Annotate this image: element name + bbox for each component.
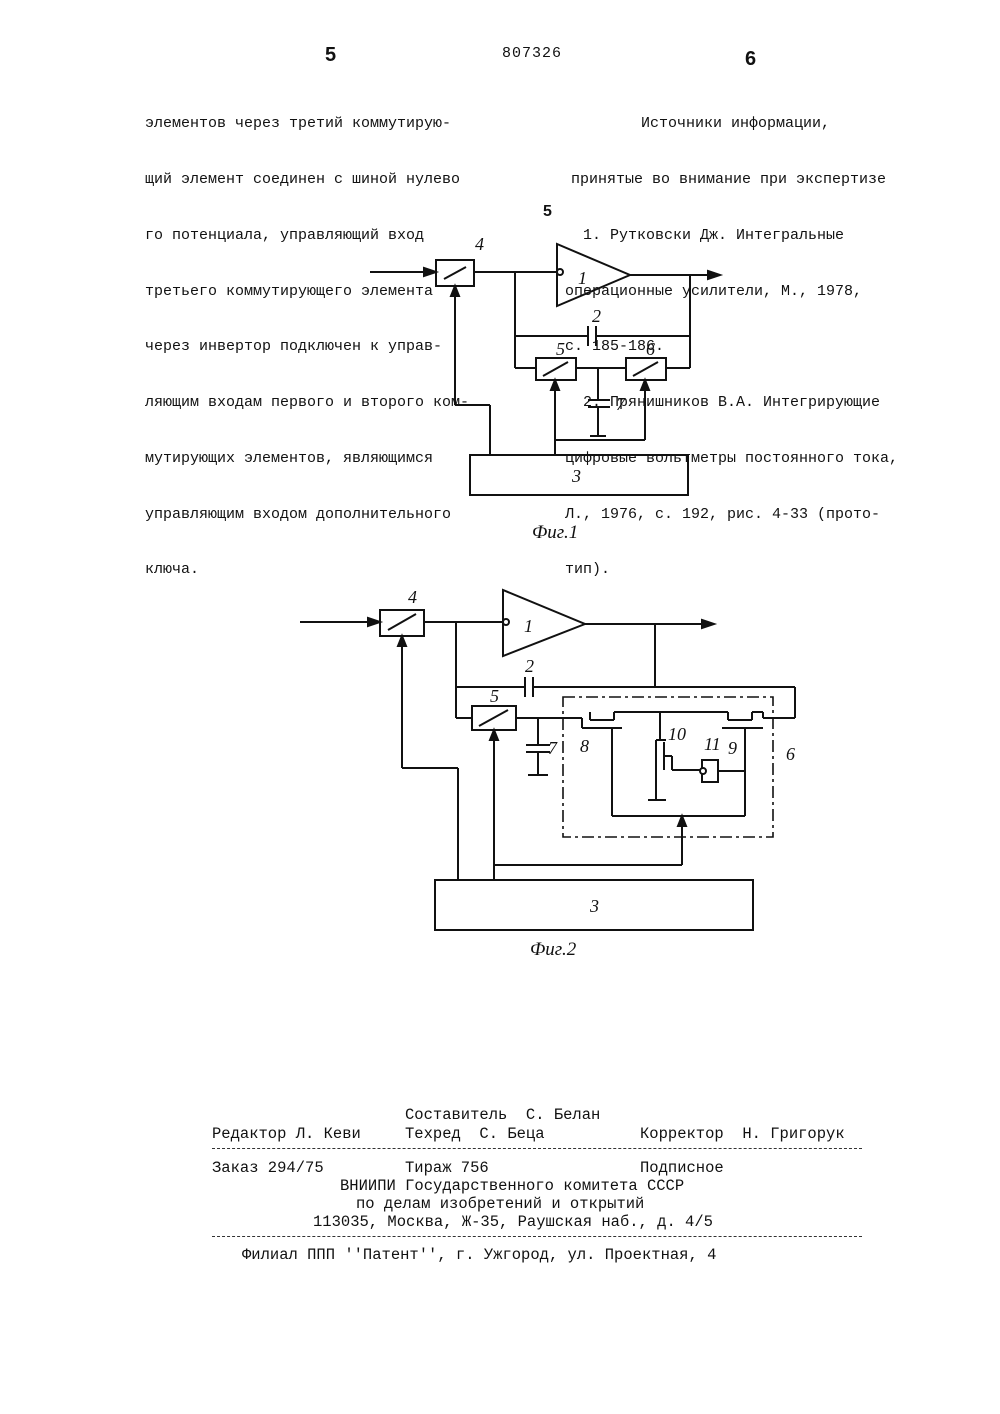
- fig2-label-inverter-11: 11: [704, 734, 721, 754]
- footer-editor: Редактор Л. Кеви: [212, 1125, 361, 1143]
- fig1-label-ctrl: 3: [571, 466, 581, 486]
- fig2-label-cap: 2: [525, 656, 534, 676]
- footer-org1: ВНИИПИ Государственного комитета СССР: [340, 1177, 684, 1195]
- footer-divider: [212, 1148, 862, 1149]
- fig2-caption: Фиг.2: [530, 939, 577, 960]
- fig1-label-cap2: 7: [616, 394, 626, 414]
- fig1-label-switch-b: 6: [646, 339, 655, 359]
- fig1-label-amp: 1: [578, 268, 587, 288]
- footer-divider: [212, 1236, 862, 1237]
- fig2-label-transistor-8: 8: [580, 736, 589, 756]
- fig2-label-transistor-10: 10: [668, 724, 686, 744]
- fig1-label-cap: 2: [592, 306, 601, 326]
- fig2-label-block-6: 6: [786, 744, 795, 764]
- fig2-label-transistor-9: 9: [728, 738, 737, 758]
- footer-compiler: Составитель С. Белан: [405, 1106, 600, 1124]
- footer-circulation: Тираж 756: [405, 1159, 489, 1177]
- fig1-label-switch-in: 4: [475, 234, 484, 254]
- fig2-label-ctrl: 3: [589, 896, 599, 916]
- footer-corrector: Корректор Н. Григорук: [640, 1125, 845, 1143]
- fig2-label-switch-in: 4: [408, 587, 417, 607]
- figure-2-diagram: 4 1 2 5 7 8 9 10 11 6 3 Фиг.2: [0, 570, 1000, 970]
- fig2-label-amp: 1: [524, 616, 533, 636]
- figure-1-diagram: 4 1 2 5 6 7 3 Фиг.1: [0, 0, 1000, 560]
- fig1-label-switch-a: 5: [556, 339, 565, 359]
- fig1-caption: Фиг.1: [532, 522, 578, 543]
- footer-branch: Филиал ППП ''Патент'', г. Ужгород, ул. П…: [242, 1246, 716, 1264]
- footer-address: 113035, Москва, Ж-35, Раушская наб., д. …: [313, 1213, 713, 1231]
- fig2-label-switch-a: 5: [490, 686, 499, 706]
- fig2-label-cap2: 7: [548, 738, 558, 758]
- footer-org2: по делам изобретений и открытий: [356, 1195, 644, 1213]
- footer-order: Заказ 294/75: [212, 1159, 324, 1177]
- footer-techred: Техред С. Беца: [405, 1125, 545, 1143]
- footer-subscription: Подписное: [640, 1159, 724, 1177]
